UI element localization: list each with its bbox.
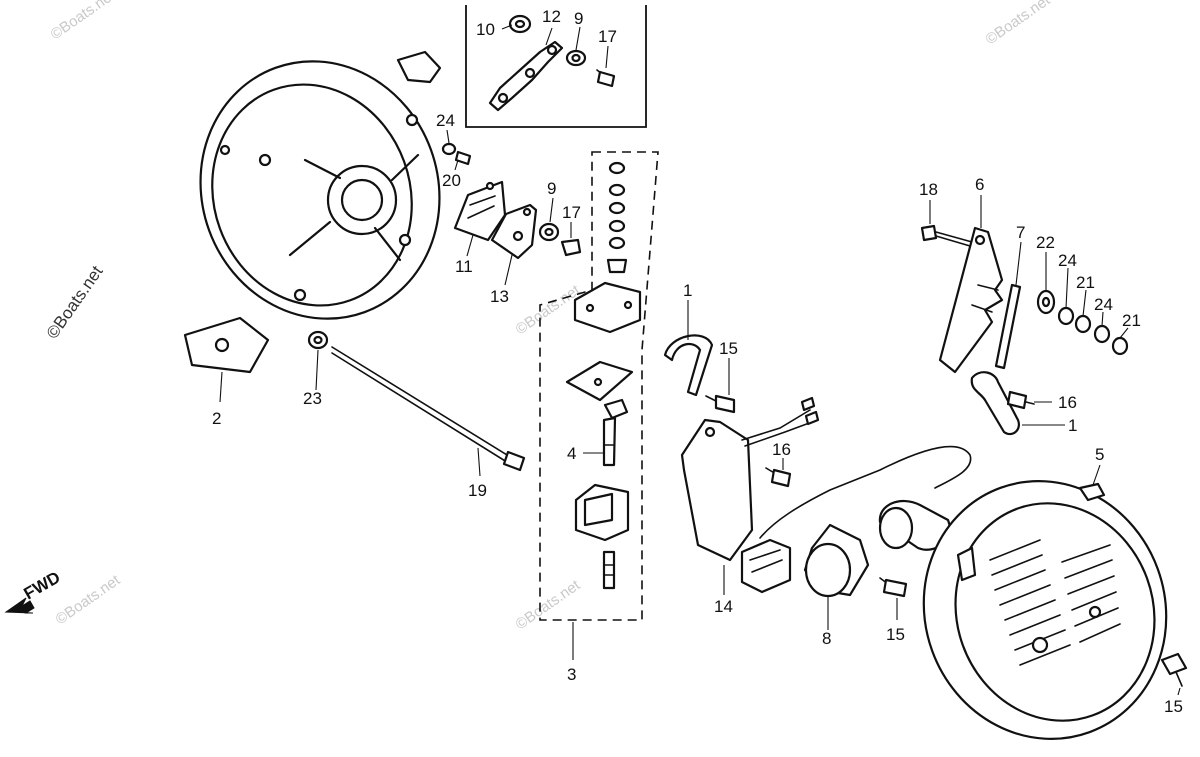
leader-lines bbox=[219, 129, 1181, 696]
part-12-bracket bbox=[488, 40, 564, 112]
callout-5: 5 bbox=[1095, 445, 1104, 464]
part-22-washer bbox=[1036, 289, 1056, 315]
callout-24-right-lower: 24 bbox=[1094, 295, 1113, 314]
inset-box-top bbox=[465, 5, 647, 128]
callout-22: 22 bbox=[1036, 233, 1055, 252]
part-7-strip bbox=[994, 283, 1022, 370]
part-4-terminal bbox=[602, 398, 629, 467]
callout-20: 20 bbox=[442, 171, 461, 190]
callout-21-right-lower: 21 bbox=[1122, 311, 1141, 330]
callout-12: 12 bbox=[542, 7, 561, 26]
callout-9-middle: 9 bbox=[547, 179, 556, 198]
part-3-mount-bracket bbox=[573, 281, 642, 334]
callout-13: 13 bbox=[490, 287, 509, 306]
part-9-collar-middle bbox=[538, 222, 560, 242]
part-24-nut-right-upper bbox=[1057, 306, 1075, 326]
part-2-fan-housing bbox=[183, 50, 442, 374]
part-3-screw bbox=[602, 550, 616, 590]
callout-23: 23 bbox=[303, 389, 322, 408]
part-5-rotor-cover bbox=[922, 480, 1168, 740]
callout-14: 14 bbox=[714, 597, 733, 616]
part-1-cable-clamp bbox=[663, 334, 714, 397]
forward-label: FWD bbox=[21, 568, 64, 604]
part-1-clamp-right bbox=[970, 371, 1020, 436]
part-15-bolt-lower bbox=[879, 577, 908, 598]
callout-18: 18 bbox=[919, 180, 938, 199]
part-18-bolt bbox=[920, 224, 973, 247]
part-20-bolt bbox=[454, 150, 472, 166]
part-6-bracket bbox=[938, 226, 1004, 374]
part-16-bolt-middle bbox=[765, 467, 792, 488]
callout-24-right-upper: 24 bbox=[1058, 251, 1077, 270]
part-10-washer bbox=[508, 14, 532, 34]
part-8-condenser bbox=[803, 499, 951, 598]
callout-21-right-upper: 21 bbox=[1076, 273, 1095, 292]
part-17-bolt bbox=[596, 69, 616, 88]
part-17-bolt-middle bbox=[560, 238, 582, 257]
part-13-bracket bbox=[490, 203, 538, 260]
callout-2: 2 bbox=[212, 409, 221, 428]
part-3-plate bbox=[565, 360, 634, 402]
callout-10: 10 bbox=[476, 20, 495, 39]
callout-15-upper: 15 bbox=[719, 339, 738, 358]
callout-4: 4 bbox=[567, 444, 576, 463]
part-21-nut-right-lower bbox=[1111, 336, 1129, 356]
part-11-bracket bbox=[453, 180, 507, 242]
callout-8: 8 bbox=[822, 629, 831, 648]
callout-24-left: 24 bbox=[436, 111, 455, 130]
callout-numbers: 10 12 9 17 24 20 9 17 11 13 2 23 19 1 15… bbox=[212, 7, 1183, 716]
part-19-long-bolt bbox=[331, 346, 526, 472]
forward-direction-indicator: FWD bbox=[4, 568, 64, 614]
forward-arrow-icon bbox=[4, 597, 35, 614]
callout-19: 19 bbox=[468, 481, 487, 500]
watermark-center: ©Boats.net bbox=[513, 281, 584, 338]
callout-6: 6 bbox=[975, 175, 984, 194]
callout-7: 7 bbox=[1016, 223, 1025, 242]
part-23-washer bbox=[307, 330, 329, 350]
callout-15-far-right: 15 bbox=[1164, 697, 1183, 716]
part-24-nut-right-lower bbox=[1093, 324, 1111, 344]
callout-1-middle: 1 bbox=[683, 281, 692, 300]
part-3-assembly-outline bbox=[539, 151, 659, 621]
part-16-bolt-right bbox=[1006, 390, 1035, 410]
callout-11: 11 bbox=[455, 257, 473, 276]
callout-9-top: 9 bbox=[574, 9, 583, 28]
callout-16-right: 16 bbox=[1058, 393, 1077, 412]
part-9-collar bbox=[565, 49, 587, 67]
callout-15-lower: 15 bbox=[886, 625, 905, 644]
callout-3: 3 bbox=[567, 665, 576, 684]
callout-1-right: 1 bbox=[1068, 416, 1077, 435]
callout-17-middle: 17 bbox=[562, 203, 581, 222]
watermark-top-right: ©Boats.net bbox=[983, 0, 1054, 48]
part-14-regulator bbox=[680, 396, 972, 594]
callout-17-top: 17 bbox=[598, 27, 617, 46]
callout-16-middle: 16 bbox=[772, 440, 791, 459]
part-24-nut-top bbox=[441, 142, 457, 156]
part-21-nut-right-upper bbox=[1074, 314, 1092, 334]
part-3-switch-block bbox=[574, 483, 630, 542]
watermark-bottom-left: ©Boats.net bbox=[53, 571, 124, 628]
part-15-bolt-upper bbox=[705, 394, 736, 414]
part-5-cover-vents bbox=[989, 539, 1121, 666]
watermark-top-left: ©Boats.net bbox=[48, 0, 119, 43]
part-15-bolt-far-right bbox=[1160, 652, 1188, 687]
watermark-left-middle: ©Boats.net bbox=[43, 262, 107, 342]
part-3-nut-stack bbox=[606, 161, 628, 274]
